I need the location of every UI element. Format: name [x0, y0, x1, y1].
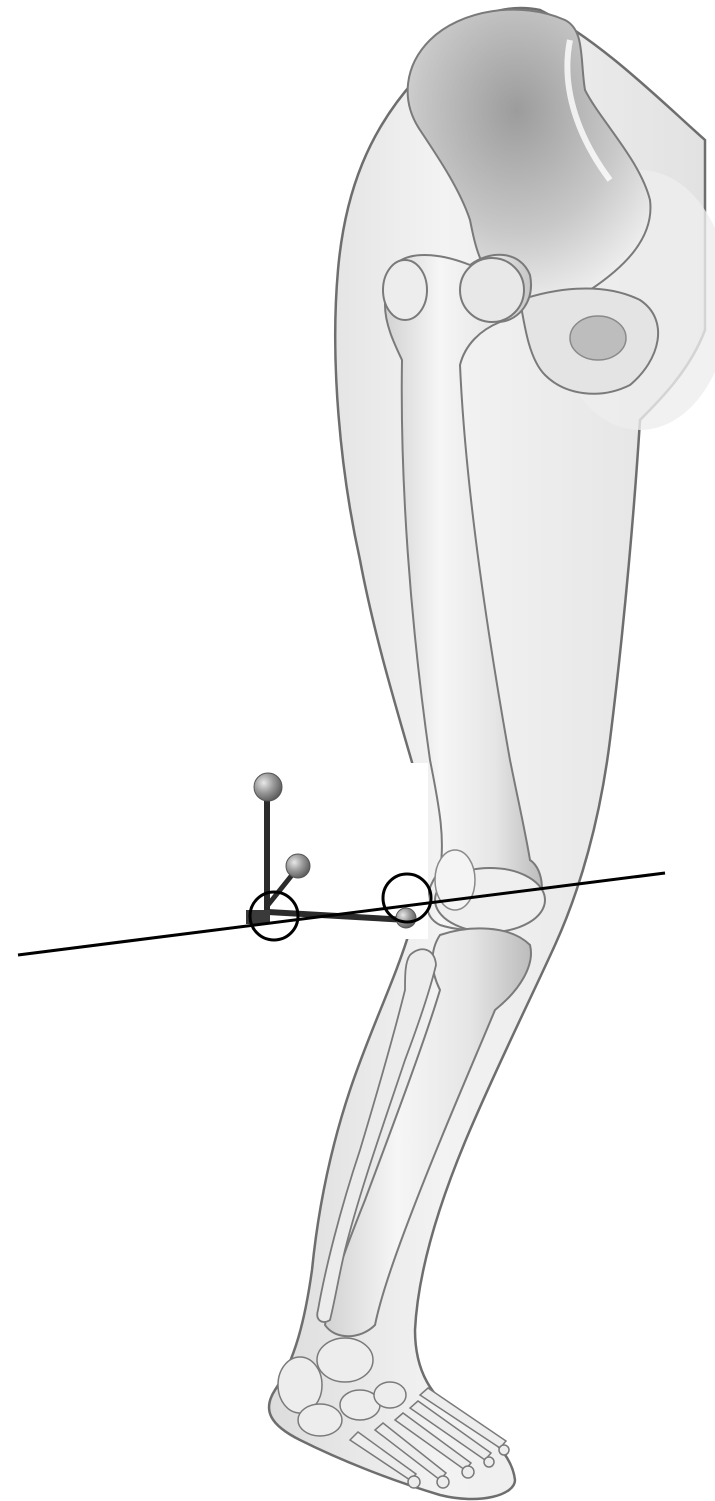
marker-vertical-stick [264, 790, 270, 918]
marker-ball-top [254, 773, 282, 801]
marker-ball-middle [286, 854, 310, 878]
obturator-foramen [570, 316, 626, 360]
marker-ball-right [396, 908, 416, 928]
greater-trochanter [383, 260, 427, 320]
femoral-head [460, 258, 524, 322]
